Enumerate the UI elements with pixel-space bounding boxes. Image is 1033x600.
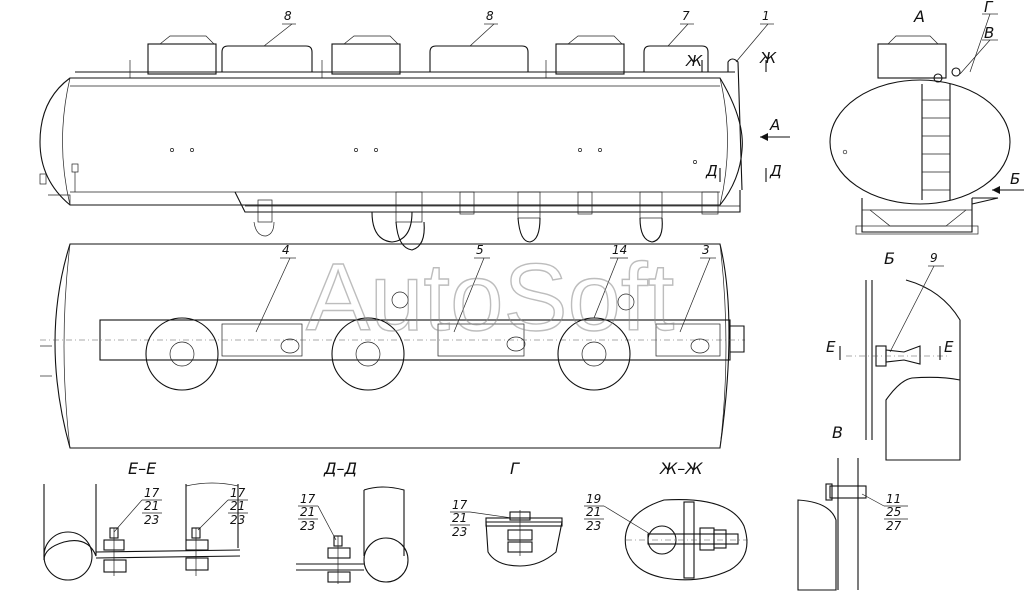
svg-text:25: 25: [886, 505, 901, 519]
refs-dd: 17 21 23: [298, 492, 337, 541]
svg-text:Е: Е: [944, 338, 954, 356]
svg-text:Е: Е: [826, 338, 836, 356]
svg-text:7: 7: [682, 9, 690, 23]
svg-text:Б: Б: [884, 249, 895, 268]
svg-text:А: А: [769, 116, 780, 134]
refs-v: 11 25 27: [861, 492, 908, 533]
svg-text:Б: Б: [1010, 170, 1020, 188]
svg-text:21: 21: [144, 499, 159, 513]
svg-text:17: 17: [452, 498, 468, 512]
svg-text:Д: Д: [769, 162, 782, 180]
svg-text:23: 23: [586, 519, 601, 533]
svg-text:23: 23: [144, 513, 159, 527]
svg-text:Д–Д: Д–Д: [323, 459, 357, 478]
view-arrow-b: Б: [992, 170, 1024, 194]
svg-text:27: 27: [886, 519, 902, 533]
svg-text:23: 23: [300, 519, 315, 533]
plan-view: [40, 243, 745, 449]
callout-4: 4: [255, 243, 296, 333]
callout-1: 1: [735, 9, 774, 63]
callout-9: 9: [889, 251, 944, 353]
svg-text:Г: Г: [984, 0, 994, 16]
svg-text:21: 21: [586, 505, 601, 519]
section-mark-e-left: Е: [826, 338, 841, 360]
section-mark-e-right: Е: [939, 338, 954, 360]
svg-text:19: 19: [586, 492, 601, 506]
svg-text:Г: Г: [510, 459, 520, 478]
svg-text:Е–Е: Е–Е: [128, 459, 157, 478]
svg-text:В: В: [984, 24, 994, 42]
svg-text:Ж: Ж: [685, 52, 703, 70]
svg-text:8: 8: [486, 9, 494, 23]
svg-text:21: 21: [230, 499, 245, 513]
view-label-g: Г: [969, 0, 998, 73]
callout-7: 7: [667, 9, 694, 47]
svg-text:А: А: [913, 7, 925, 26]
callout-14: 14: [593, 243, 628, 319]
view-g-detail: Г: [485, 459, 563, 567]
refs-zhzh: 19 21 23: [584, 492, 651, 535]
callout-3: 3: [679, 243, 716, 333]
section-mark-zh-left: Ж: [685, 52, 703, 72]
svg-text:3: 3: [702, 243, 710, 257]
section-mark-d-right: Д: [765, 162, 782, 182]
svg-text:9: 9: [930, 251, 938, 265]
refs-ee-right: 17 21 23: [197, 486, 248, 531]
svg-text:4: 4: [282, 243, 290, 257]
svg-text:23: 23: [452, 525, 467, 539]
svg-text:Ж: Ж: [759, 49, 777, 67]
section-mark-zh-right: Ж: [759, 49, 777, 72]
view-b: Б: [846, 249, 961, 461]
view-label-v: В: [959, 24, 998, 75]
section-ee: Е–Е: [43, 459, 241, 581]
refs-g: 17 21 23: [450, 498, 513, 539]
view-v-label: В: [832, 423, 843, 442]
svg-text:1: 1: [762, 9, 770, 23]
svg-text:23: 23: [230, 513, 245, 527]
svg-text:17: 17: [144, 486, 160, 500]
section-zhzh: Ж–Ж: [624, 459, 748, 581]
side-elevation-view: [39, 35, 743, 251]
callout-8b: 8: [469, 9, 498, 47]
callout-5: 5: [453, 243, 490, 333]
svg-text:14: 14: [612, 243, 627, 257]
section-mark-d-left: Д: [705, 162, 721, 182]
svg-text:17: 17: [230, 486, 246, 500]
svg-text:8: 8: [284, 9, 292, 23]
svg-text:5: 5: [476, 243, 484, 257]
svg-text:11: 11: [886, 492, 901, 506]
svg-text:Д: Д: [705, 162, 718, 180]
section-dd: Д–Д: [296, 459, 409, 584]
watermark-logo: AutoSoft: [306, 244, 674, 351]
callout-8a: 8: [263, 9, 296, 47]
svg-text:17: 17: [300, 492, 316, 506]
view-v-detail: [797, 458, 867, 591]
view-arrow-a: А: [760, 116, 790, 141]
svg-text:21: 21: [452, 511, 467, 525]
svg-text:Ж–Ж: Ж–Ж: [659, 459, 703, 478]
view-a-rear: А: [829, 7, 1011, 235]
svg-text:21: 21: [300, 505, 315, 519]
refs-ee-left: 17 21 23: [113, 486, 162, 533]
